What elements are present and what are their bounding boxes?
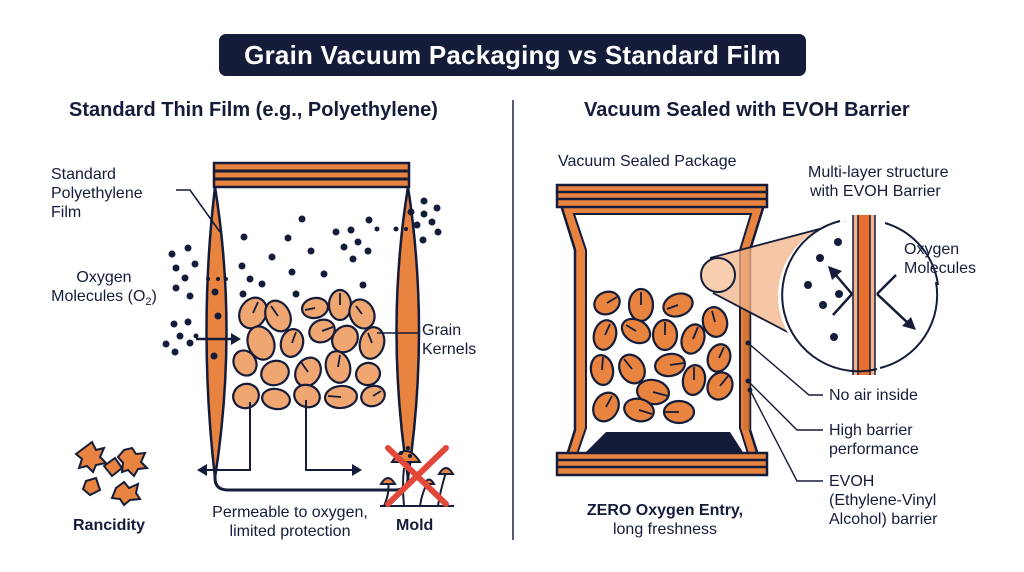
top-seal-vacuum bbox=[555, 183, 769, 209]
rancidity-fragments-icon bbox=[74, 440, 150, 507]
vacuum-package-label: Vacuum Sealed Package bbox=[558, 153, 737, 170]
left-panel-heading: Standard Thin Film (e.g., Polyethylene) bbox=[69, 99, 438, 121]
main-title: Grain Vacuum Packaging vs Standard Film bbox=[244, 39, 781, 70]
grain-kernels-label: Grain Kernels bbox=[422, 322, 477, 358]
magnifier-zoom-icon bbox=[700, 215, 939, 375]
no-air-label: No air inside bbox=[829, 387, 918, 404]
mold-crossed-icon bbox=[379, 445, 455, 507]
title-banner: Grain Vacuum Packaging vs Standard Film bbox=[219, 34, 806, 76]
top-seal bbox=[212, 161, 411, 189]
evoh-label: EVOH (Ethylene-Vinyl Alcohol) barrier bbox=[829, 473, 938, 528]
panel-divider bbox=[512, 100, 514, 540]
vacuum-grain-kernels bbox=[589, 287, 734, 425]
oxygen-molecules-label: Oxygen Molecules (O2) bbox=[51, 269, 157, 309]
right-panel-heading: Vacuum Sealed with EVOH Barrier bbox=[584, 99, 910, 121]
left-caption: Permeable to oxygen, limited protection bbox=[212, 504, 368, 540]
grain-kernels bbox=[232, 288, 386, 411]
right-caption: ZERO Oxygen Entry, long freshness bbox=[586, 502, 744, 538]
film-leader bbox=[176, 189, 221, 233]
high-barrier-label: High barrier performance bbox=[829, 422, 919, 458]
rancidity-label: Rancidity bbox=[73, 517, 146, 534]
multilayer-structure-label: Multi-layer structure with EVOH Barrier bbox=[808, 164, 949, 200]
mold-label: Mold bbox=[396, 517, 434, 534]
film-label: Standard Polyethylene Film bbox=[51, 166, 143, 221]
bottom-seal-vacuum bbox=[555, 451, 769, 477]
oxygen-molecules-zoom-label: Oxygen Molecules bbox=[904, 241, 977, 277]
